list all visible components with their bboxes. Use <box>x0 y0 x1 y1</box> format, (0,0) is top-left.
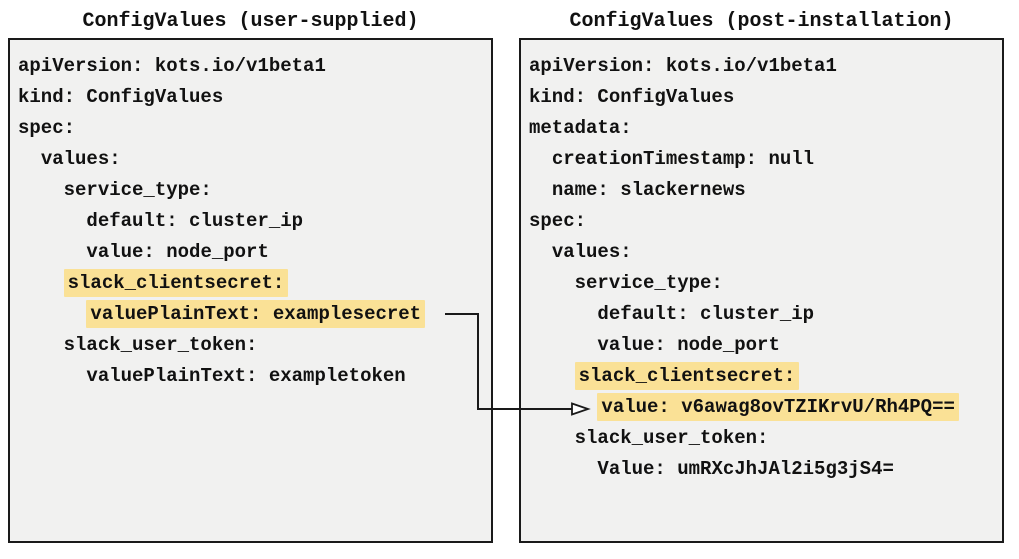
highlighted-yaml-text: slack_clientsecret: <box>63 269 289 297</box>
user-supplied-yaml-code-block: apiVersion: kots.io/v1beta1 kind: ConfigV… <box>8 38 493 543</box>
highlighted-yaml-text: slack_clientsecret: <box>574 362 800 390</box>
yaml-line: kind: ConfigValues <box>529 86 735 108</box>
yaml-line: value: v6awag8ovTZIKrvU/Rh4PQ== <box>529 392 994 423</box>
yaml-line: apiVersion: kots.io/v1beta1 <box>529 55 837 77</box>
yaml-line: default: cluster_ip <box>597 303 815 325</box>
yaml-line: creationTimestamp: null <box>551 148 815 170</box>
yaml-line: valuePlainText: examplesecret <box>18 299 483 330</box>
post-installation-yaml-code-block: apiVersion: kots.io/v1beta1 kind: ConfigV… <box>519 38 1004 543</box>
yaml-line: slack_clientsecret: <box>18 268 483 299</box>
post-installation-panel-title: ConfigValues (post-installation) <box>569 10 954 33</box>
yaml-line: slack_user_token: <box>574 427 769 449</box>
yaml-line: values: <box>40 148 121 170</box>
yaml-line: service_type: <box>574 272 723 294</box>
user-supplied-panel-title: ConfigValues (user-supplied) <box>82 10 419 33</box>
yaml-line: values: <box>551 241 632 263</box>
user-supplied-panel: ConfigValues (user-supplied) apiVersion:… <box>8 6 493 543</box>
yaml-line: default: cluster_ip <box>86 210 304 232</box>
yaml-line: valuePlainText: exampletoken <box>86 365 406 387</box>
yaml-line: metadata: <box>529 117 632 139</box>
yaml-line: spec: <box>529 210 587 232</box>
yaml-line: slack_user_token: <box>63 334 258 356</box>
yaml-line: value: node_port <box>597 334 780 356</box>
highlighted-yaml-text: valuePlainText: examplesecret <box>86 300 426 328</box>
yaml-line: service_type: <box>63 179 212 201</box>
yaml-line: slack_clientsecret: <box>529 361 994 392</box>
yaml-line: name: slackernews <box>551 179 746 201</box>
yaml-line: Value: umRXcJhJAl2i5g3jS4= <box>597 458 894 480</box>
highlighted-yaml-text: value: v6awag8ovTZIKrvU/Rh4PQ== <box>597 393 959 421</box>
yaml-line: spec: <box>18 117 76 139</box>
yaml-line: apiVersion: kots.io/v1beta1 <box>18 55 326 77</box>
yaml-line: kind: ConfigValues <box>18 86 224 108</box>
yaml-line: value: node_port <box>86 241 269 263</box>
post-installation-panel: ConfigValues (post-installation) apiVers… <box>519 6 1004 543</box>
